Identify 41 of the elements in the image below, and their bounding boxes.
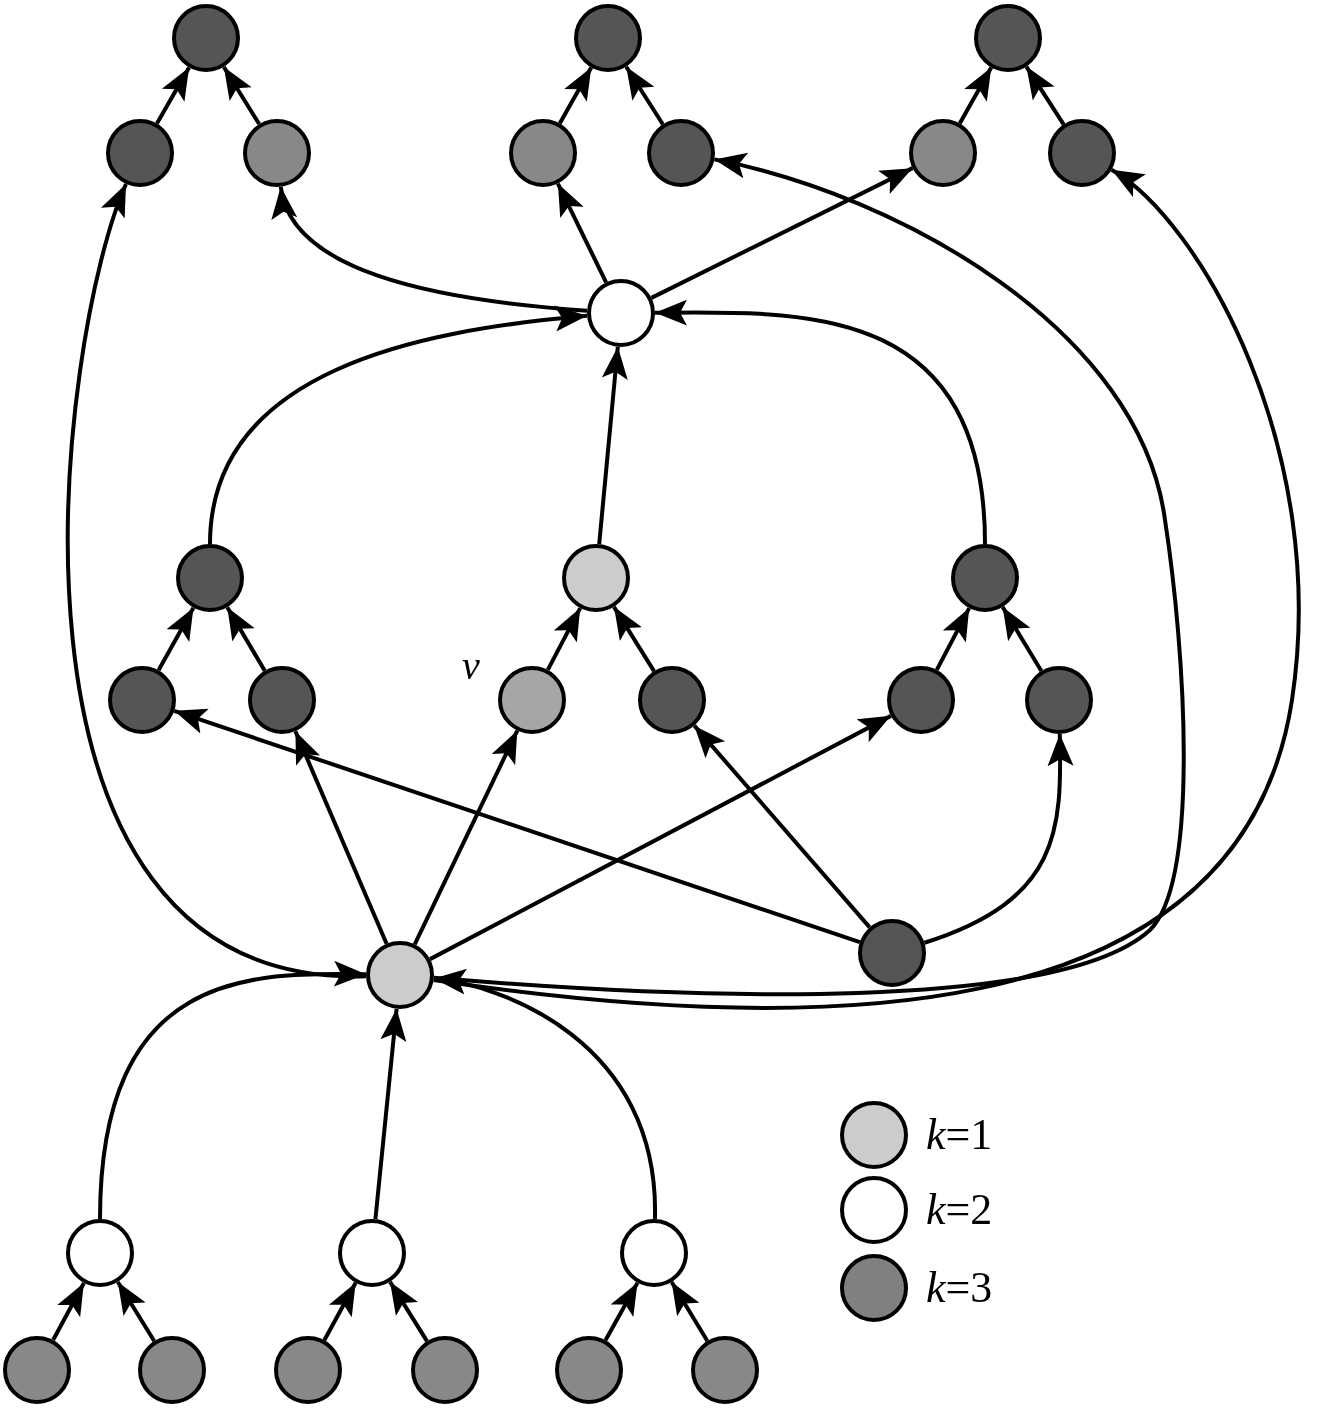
arrow	[612, 605, 656, 673]
node-annotation: v	[462, 646, 480, 686]
arrow	[692, 724, 872, 929]
arrow	[429, 714, 892, 961]
arrow	[293, 730, 389, 945]
arrow	[51, 1282, 86, 1341]
arrow	[66, 183, 367, 979]
arrow	[156, 606, 196, 672]
arrow	[98, 960, 367, 1220]
arrow	[322, 1281, 358, 1342]
arrow	[650, 166, 914, 300]
arrow	[155, 66, 191, 125]
arrow	[603, 1281, 640, 1342]
arrow	[173, 708, 861, 945]
arrow	[935, 607, 971, 671]
arrow	[958, 66, 993, 125]
arrow	[373, 1008, 407, 1220]
arrow	[1024, 65, 1066, 126]
circle-node	[858, 919, 926, 987]
arrow	[669, 1281, 710, 1342]
arrow	[1000, 606, 1044, 672]
arrow	[412, 729, 520, 946]
arrow	[655, 299, 987, 545]
arrow	[208, 306, 588, 545]
arrow	[546, 607, 582, 671]
circle-node	[638, 666, 706, 734]
arrow	[388, 1280, 429, 1343]
arrow	[597, 346, 628, 545]
arrow	[624, 65, 665, 126]
arrow	[116, 1280, 156, 1343]
legend-label: k=2	[926, 1188, 993, 1232]
legend-label: k=3	[926, 1266, 993, 1310]
arrow	[222, 65, 261, 126]
arrow	[433, 168, 1301, 1010]
legend-label: k=1	[926, 1113, 993, 1157]
arrow	[556, 182, 608, 284]
arrow	[433, 153, 1186, 997]
circle-node	[248, 666, 316, 734]
arrow	[923, 733, 1074, 945]
arrow	[558, 66, 593, 125]
arrow	[225, 606, 267, 672]
